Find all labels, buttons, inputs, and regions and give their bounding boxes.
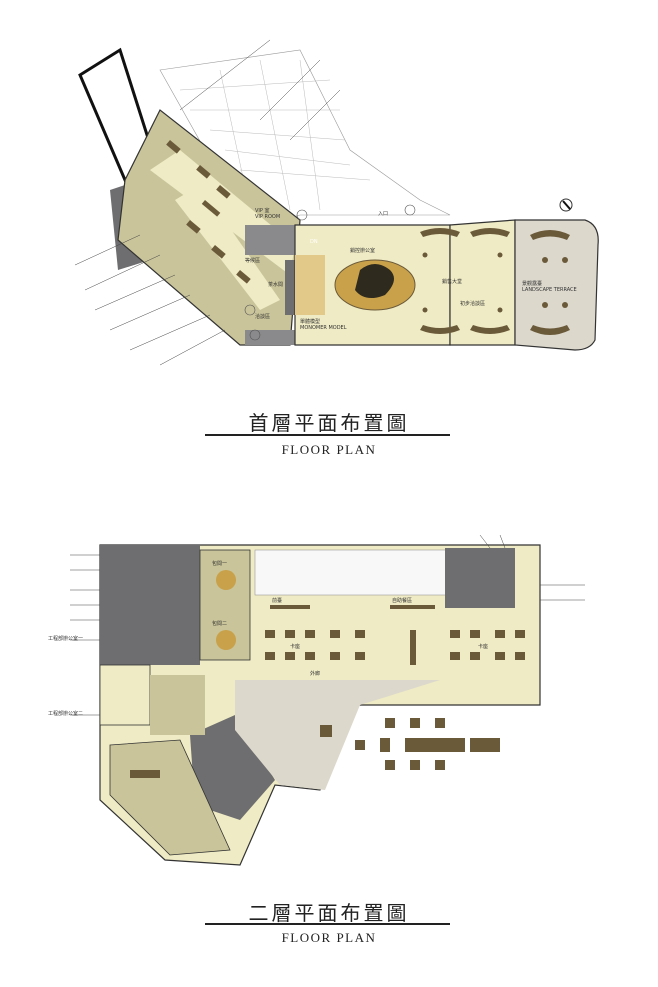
ground-floor-plan: 入口 VIP 室 VIP ROOM 等候區 茶水間 洽談區 單體模型 MONOM… [74,39,599,366]
terrace-label: 景觀露臺 [522,280,542,287]
discussion-label: 洽談區 [255,313,270,320]
private-room-2-label: 包間二 [212,620,227,627]
office-2-label: 工程部辦公室二 [48,710,83,717]
second-floor-title-en: FLOOR PLAN [281,930,377,945]
buffet-label: 自助餐區 [392,597,412,604]
model-label-en: MONOMER MODEL [300,325,347,331]
private-room-1-label: 包間一 [212,560,227,567]
vip-room-label: VIP 室 [255,207,270,214]
waiting-area-label: 等候區 [245,257,260,264]
ground-floor-title-cn: 首層平面布置圖 [248,411,410,435]
model-label: 單體模型 [300,318,320,325]
outdoor-label: 外廊 [310,670,320,677]
second-floor-title-cn: 二層平面布置圖 [248,901,410,925]
pantry-label: 茶水間 [268,281,283,288]
lobby-label: 銷售大堂 [442,278,462,285]
booth-label-2: 卡座 [478,643,488,650]
vip-room-label-en: VIP ROOM [255,214,280,220]
title-divider [205,923,450,925]
dn-label: DN [310,239,318,245]
title-divider [205,434,450,436]
second-floor-plan: 前臺 自助餐區 卡座 卡座 外廊 包間一 包間二 工程部辦公室一 工程部辦公室二 [48,534,585,866]
booth-label-1: 卡座 [290,643,300,650]
control-office-label: 銷控辦公室 [350,247,375,254]
entrance-label: 入口 [378,211,388,217]
dining-tables [130,605,525,778]
ground-floor-title-en: FLOOR PLAN [281,442,377,457]
reception-label: 前臺 [272,597,282,604]
terrace-label-en: LANDSCAPE TERRACE [522,287,577,293]
office-1-label: 工程部辦公室一 [48,635,83,642]
prelim-area-label: 初步洽談區 [460,300,485,307]
